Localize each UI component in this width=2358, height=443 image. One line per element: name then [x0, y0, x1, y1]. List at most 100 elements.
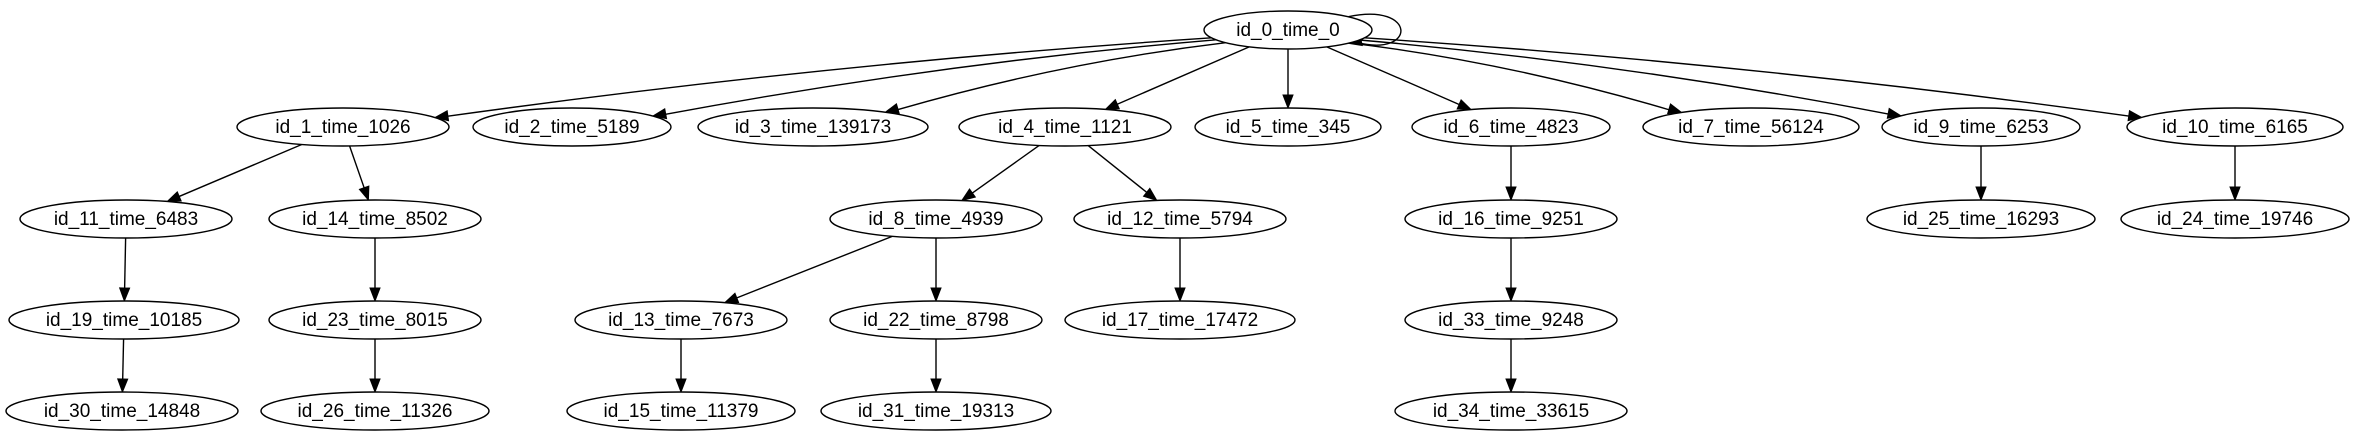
node-label: id_2_time_5189 — [504, 117, 639, 138]
node-ellipse — [1642, 107, 1860, 147]
node-label: id_0_time_0 — [1236, 20, 1340, 41]
node-label: id_24_time_19746 — [2157, 209, 2313, 230]
edge-n1-n14 — [348, 145, 366, 189]
node-label: id_17_time_17472 — [1102, 310, 1258, 331]
graph-node: id_31_time_19313 — [820, 391, 1052, 431]
edge-arrowhead-n11-n19 — [118, 287, 131, 303]
node-ellipse — [472, 107, 672, 147]
node-ellipse — [2126, 107, 2344, 147]
graph-node: id_8_time_4939 — [829, 199, 1043, 239]
node-label: id_34_time_33615 — [1433, 401, 1589, 422]
edge-arrowhead-n4-n8 — [960, 188, 977, 202]
edge-n8-n13 — [735, 235, 893, 299]
edge-arrowhead-n1-n14 — [358, 185, 370, 202]
node-ellipse — [820, 391, 1052, 431]
graph-node: id_17_time_17472 — [1064, 300, 1296, 340]
graph-node: id_16_time_9251 — [1404, 199, 1618, 239]
node-label: id_12_time_5794 — [1107, 209, 1253, 230]
node-ellipse — [2120, 199, 2350, 239]
edge-arrowhead-n0-n9 — [1886, 107, 1903, 119]
node-label: id_5_time_345 — [1226, 117, 1351, 138]
graph-node: id_0_time_0 — [1203, 10, 1373, 50]
edge-n0-n9 — [1359, 39, 1890, 115]
node-label: id_9_time_6253 — [1913, 117, 2048, 138]
node-label: id_7_time_56124 — [1678, 117, 1824, 138]
edge-arrowhead-n12-n17 — [1174, 287, 1186, 303]
node-ellipse — [1404, 300, 1618, 340]
node-label: id_31_time_19313 — [858, 401, 1014, 422]
edge-arrowhead-n16-n33 — [1505, 287, 1517, 303]
graph-node: id_25_time_16293 — [1866, 199, 2096, 239]
edge-arrowhead-n13-n15 — [675, 378, 687, 394]
graph-node: id_12_time_5794 — [1073, 199, 1287, 239]
node-ellipse — [1411, 107, 1611, 147]
graph-node: id_3_time_139173 — [697, 107, 929, 147]
node-ellipse — [1073, 199, 1287, 239]
node-ellipse — [8, 300, 240, 340]
edge-n0-n3 — [896, 42, 1226, 111]
edge-n0-n7 — [1349, 42, 1670, 111]
node-ellipse — [1194, 107, 1382, 147]
edge-arrowhead-n33-n34 — [1505, 378, 1517, 394]
node-label: id_19_time_10185 — [46, 310, 202, 331]
edge-arrowhead-n10-n24 — [2229, 186, 2241, 202]
node-label: id_10_time_6165 — [2162, 117, 2308, 138]
edge-arrowhead-n0-n6 — [1456, 98, 1473, 111]
node-ellipse — [236, 107, 450, 147]
edge-arrowhead-n8-n22 — [930, 287, 942, 303]
graph-node: id_13_time_7673 — [574, 300, 788, 340]
edge-arrowhead-n4-n12 — [1142, 187, 1158, 202]
node-label: id_1_time_1026 — [275, 117, 410, 138]
edge-arrowhead-n1-n11 — [165, 190, 182, 203]
edge-n1-n11 — [178, 143, 302, 198]
edge-n11-n19 — [123, 237, 127, 290]
node-label: id_4_time_1121 — [998, 117, 1132, 138]
graph-node: id_34_time_33615 — [1394, 391, 1628, 431]
edge-arrowhead-n0-n5 — [1282, 94, 1294, 110]
graph-node: id_5_time_345 — [1194, 107, 1382, 147]
node-label: id_22_time_8798 — [863, 310, 1009, 331]
graph-node: id_4_time_1121 — [958, 107, 1172, 147]
node-ellipse — [566, 391, 796, 431]
edge-arrowhead-n0-n4 — [1104, 98, 1121, 110]
graph-node: id_30_time_14848 — [5, 391, 239, 431]
node-label: id_16_time_9251 — [1438, 209, 1584, 230]
edge-arrowhead-n23-n26 — [369, 378, 381, 394]
graph-node: id_9_time_6253 — [1881, 107, 2081, 147]
node-ellipse — [1404, 199, 1618, 239]
graph-node: id_22_time_8798 — [829, 300, 1043, 340]
edge-n0-n6 — [1326, 46, 1461, 106]
node-ellipse — [260, 391, 490, 431]
graph-node: id_24_time_19746 — [2120, 199, 2350, 239]
node-label: id_26_time_11326 — [298, 401, 453, 422]
node-ellipse — [5, 391, 239, 431]
edge-n0-n4 — [1116, 46, 1250, 106]
graph-node: id_2_time_5189 — [472, 107, 672, 147]
edges-layer — [116, 13, 2241, 394]
node-label: id_3_time_139173 — [735, 117, 891, 138]
edge-arrowhead-n8-n13 — [723, 292, 740, 304]
graph-node: id_26_time_11326 — [260, 391, 490, 431]
graph-node: id_10_time_6165 — [2126, 107, 2344, 147]
edge-n0-n2 — [664, 39, 1216, 116]
graph-node: id_19_time_10185 — [8, 300, 240, 340]
graph-node: id_23_time_8015 — [268, 300, 482, 340]
node-ellipse — [958, 107, 1172, 147]
graph-node: id_7_time_56124 — [1642, 107, 1860, 147]
node-ellipse — [268, 300, 482, 340]
node-ellipse — [1064, 300, 1296, 340]
node-ellipse — [1866, 199, 2096, 239]
edge-arrowhead-n6-n16 — [1505, 186, 1517, 202]
edge-arrowhead-n14-n23 — [369, 287, 381, 303]
node-label: id_25_time_16293 — [1903, 209, 2059, 230]
node-label: id_33_time_9248 — [1438, 310, 1584, 331]
node-label: id_11_time_6483 — [54, 209, 198, 230]
edge-arrowhead-n9-n25 — [1975, 186, 1987, 202]
node-ellipse — [268, 199, 482, 239]
graph-node: id_11_time_6483 — [19, 199, 233, 239]
edge-arrowhead-n19-n30 — [116, 378, 129, 394]
node-ellipse — [697, 107, 929, 147]
node-label: id_6_time_4823 — [1443, 117, 1578, 138]
node-label: id_15_time_11379 — [604, 401, 759, 422]
